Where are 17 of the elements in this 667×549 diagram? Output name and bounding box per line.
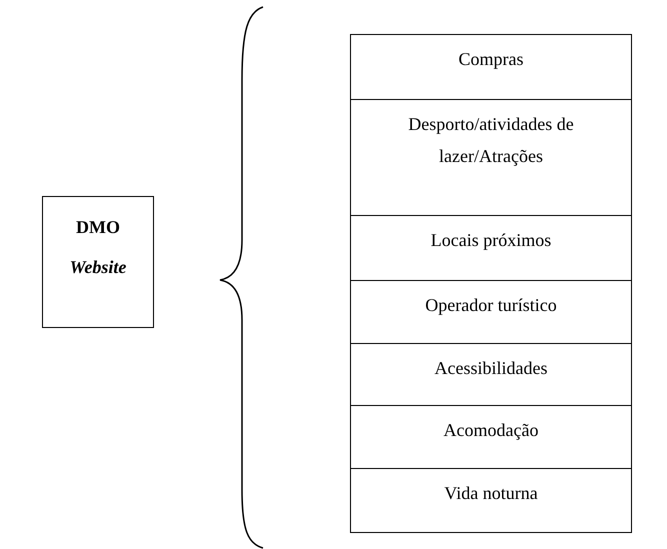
table-row [350,99,632,216]
table-row [350,280,632,344]
table-row [350,343,632,406]
row-text: Acomodação [442,419,540,442]
row-text: Vida noturna [443,482,539,505]
table-row [350,405,632,469]
table-row [350,468,632,533]
box-subtitle: Website [68,256,128,279]
table-row [350,34,632,100]
row-text: Locais próximos [430,229,552,252]
label-box [42,196,154,328]
row-text: Compras [458,48,524,71]
row-text: Desporto/atividades de lazer/Atrações [407,113,575,168]
box-title: DMO [75,216,121,239]
row-text: Operador turístico [424,294,558,317]
table-row [350,215,632,281]
row-text: Acessibilidades [434,357,548,380]
